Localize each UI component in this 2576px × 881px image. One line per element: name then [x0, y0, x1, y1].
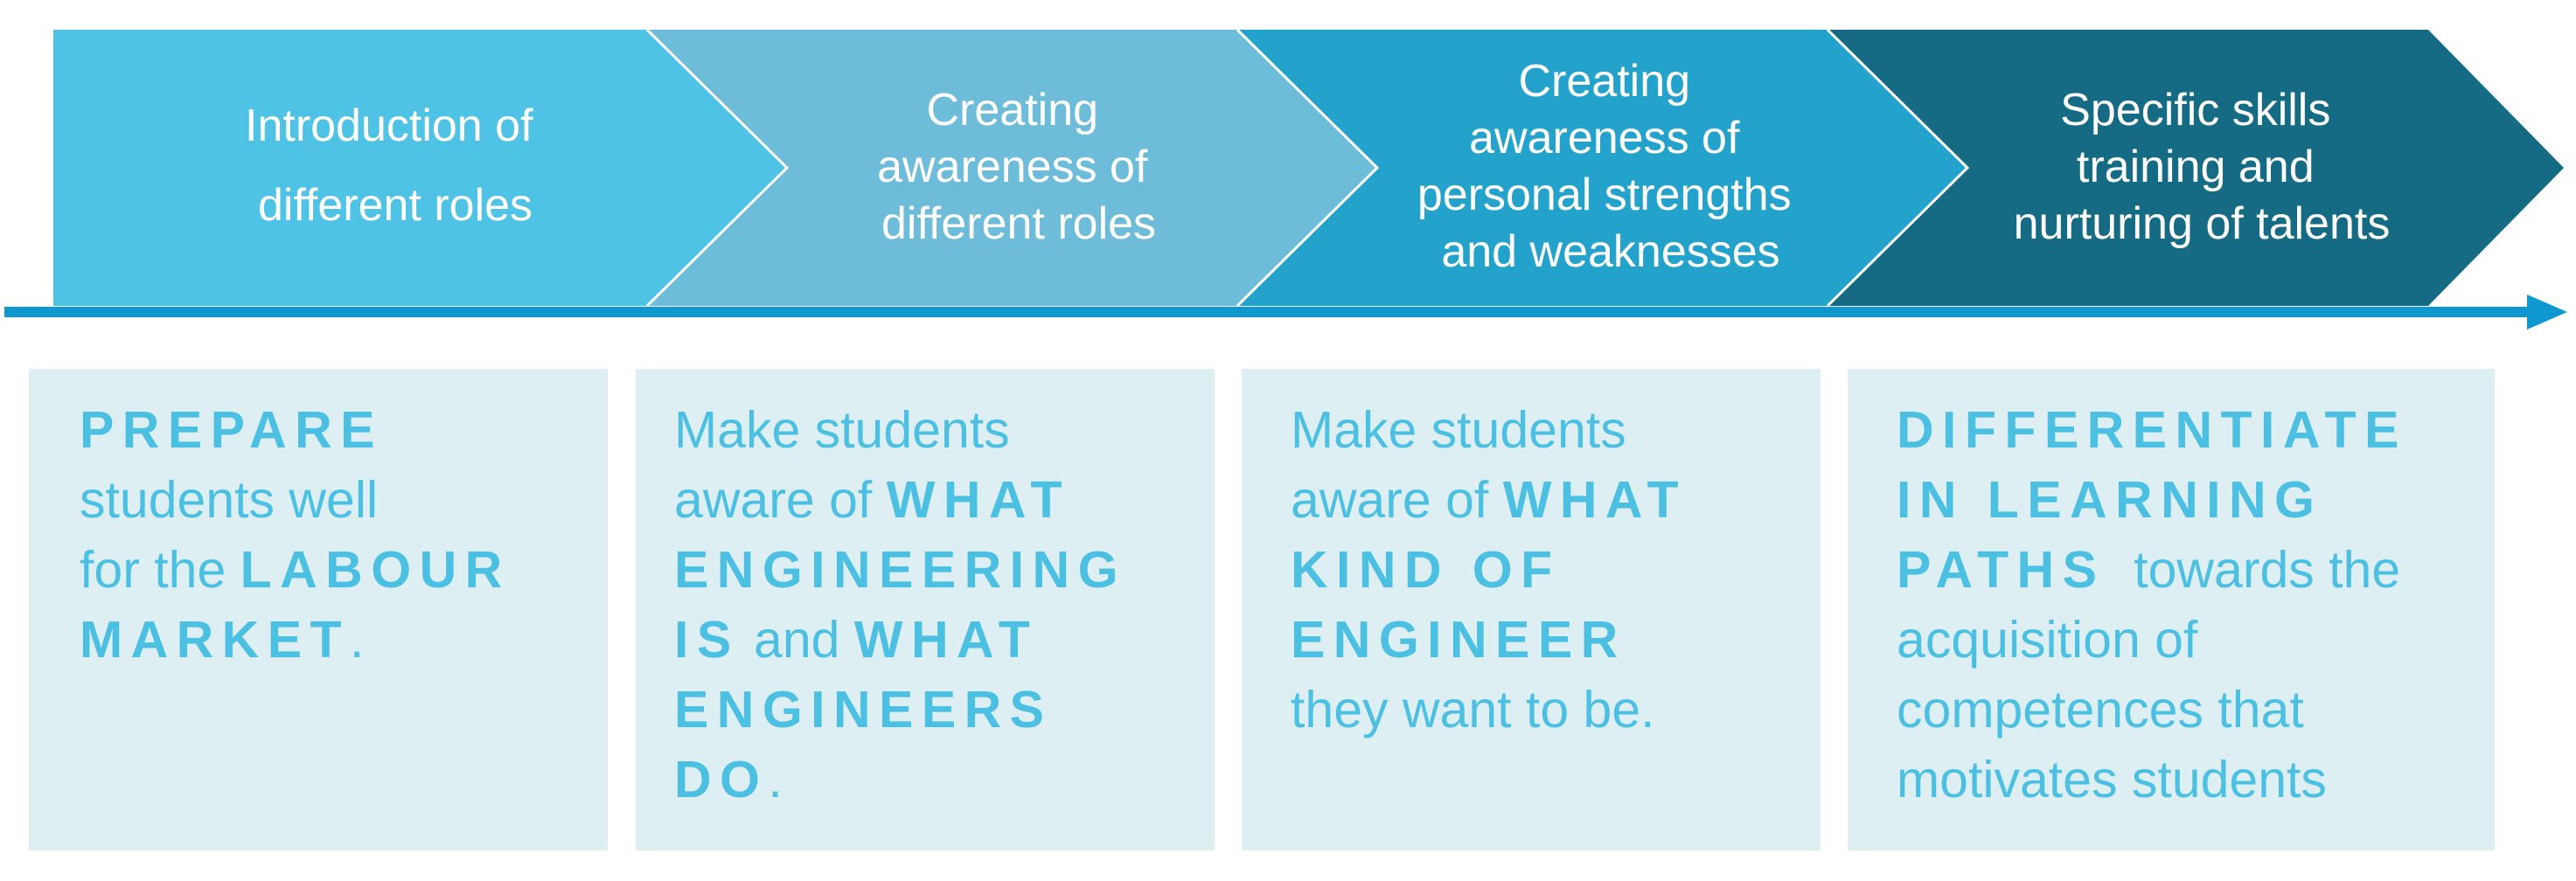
- box-3-bold: ENGINEER: [1291, 611, 1626, 669]
- stage-divider: [1236, 28, 1380, 308]
- goal-box-2: Make students aware of WHAT ENGINEERING …: [636, 369, 1215, 850]
- goal-box-4-text: DIFFERENTIATE IN LEARNING PATHS towards …: [1897, 395, 2495, 815]
- stage-2-chevron: [643, 30, 1377, 306]
- stage-1-chevron: [53, 30, 787, 306]
- box-3-text: Make students: [1291, 401, 1626, 459]
- box-1-bold: LABOUR: [240, 541, 511, 599]
- box-2-text: .: [768, 751, 783, 808]
- stage-1-line: Introduction of: [245, 101, 533, 151]
- box-2-bold: DO: [674, 751, 769, 808]
- box-1-text: students well: [80, 471, 379, 529]
- stage-3-line: Creating: [1518, 56, 1690, 107]
- stage-3-label: Creating awareness of personal strengths…: [1417, 56, 1804, 277]
- box-2-bold: ENGINEERS: [674, 681, 1053, 739]
- box-4-bold: PATHS: [1897, 541, 2106, 599]
- stage-3-line: and weaknesses: [1441, 226, 1779, 277]
- stage-1-label: Introduction of different roles: [245, 101, 546, 231]
- stage-4-line: nurturing of talents: [2014, 198, 2391, 249]
- goal-box-1: PREPARE students well for the LABOUR MAR…: [29, 369, 608, 850]
- box-2-text: Make students: [674, 401, 1010, 459]
- box-2-text: and: [739, 611, 854, 669]
- box-1-text: .: [350, 611, 365, 669]
- box-4-text: towards the: [2105, 541, 2401, 599]
- box-1-bold: PREPARE: [80, 401, 383, 459]
- stage-3-line: awareness of: [1469, 113, 1740, 163]
- timeline-arrowhead-icon: [2527, 295, 2567, 330]
- box-1-bold: MARKET: [80, 611, 351, 669]
- stage-4-label: Specific skills training and nurturing o…: [2014, 85, 2391, 249]
- stage-2-line: different roles: [881, 198, 1156, 249]
- stage-2-line: Creating: [926, 85, 1098, 135]
- stage-2-line: awareness of: [877, 142, 1148, 192]
- box-4-bold: DIFFERENTIATE: [1897, 401, 2407, 459]
- stage-3-line: personal strengths: [1417, 170, 1792, 220]
- timeline-line: [4, 307, 2531, 317]
- box-4-text: motivates students: [1897, 751, 2327, 808]
- goal-box-1-text: PREPARE students well for the LABOUR MAR…: [80, 395, 608, 675]
- box-2-bold: WHAT: [886, 471, 1071, 529]
- stage-4-chevron: [1823, 30, 2564, 306]
- stage-4-line: training and: [2077, 142, 2315, 192]
- box-3-bold: KIND OF: [1291, 541, 1561, 599]
- box-2-text: aware of: [674, 471, 887, 529]
- box-3-bold: WHAT: [1502, 471, 1688, 529]
- box-2-bold: IS: [674, 611, 740, 669]
- box-3-text: they want to be.: [1291, 681, 1655, 739]
- box-3-text: aware of: [1291, 471, 1503, 529]
- stage-1-line: different roles: [258, 180, 533, 231]
- box-4-text: acquisition of: [1897, 611, 2198, 669]
- goal-box-4: DIFFERENTIATE IN LEARNING PATHS towards …: [1848, 369, 2495, 850]
- stage-2-label: Creating awareness of different roles: [877, 85, 1160, 249]
- goal-box-3-text: Make students aware of WHAT KIND OF ENGI…: [1291, 395, 1821, 745]
- goal-box-2-text: Make students aware of WHAT ENGINEERING …: [674, 395, 1215, 815]
- stage-divider: [1826, 28, 1970, 308]
- goal-box-3: Make students aware of WHAT KIND OF ENGI…: [1242, 369, 1821, 850]
- box-4-bold: IN LEARNING: [1897, 471, 2323, 529]
- stage-4-line: Specific skills: [2060, 85, 2330, 135]
- stage-3-chevron: [1233, 30, 1967, 306]
- box-2-bold: WHAT: [853, 611, 1039, 669]
- stage-divider: [645, 28, 790, 308]
- box-1-text: for the: [80, 541, 240, 599]
- box-2-bold: ENGINEERING: [674, 541, 1126, 599]
- box-4-text: competences that: [1897, 681, 2304, 739]
